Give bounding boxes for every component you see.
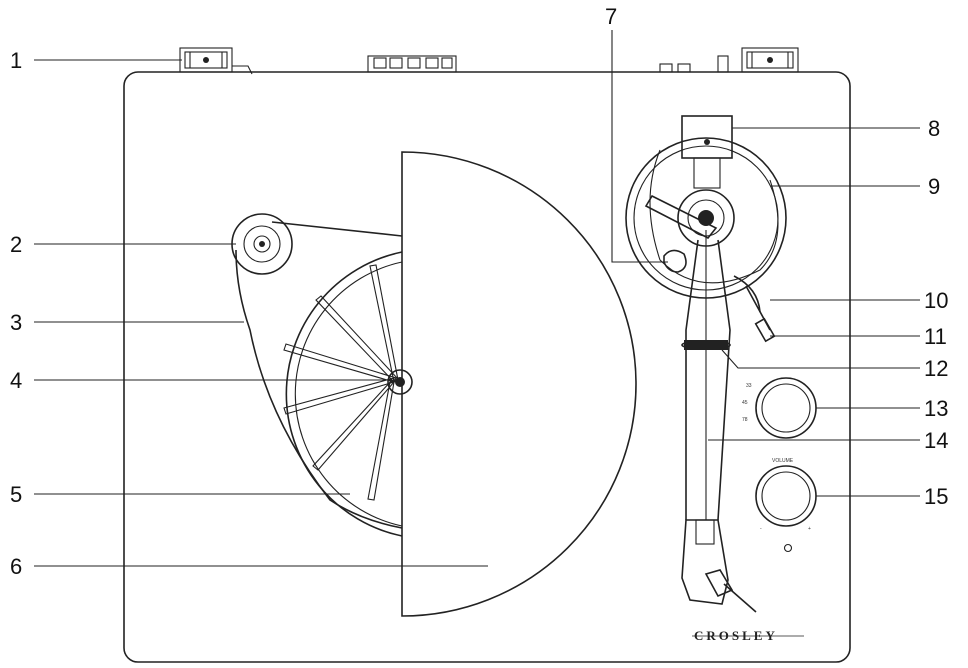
rca-jacks (659, 55, 729, 73)
brand-logo: CROSLEY (694, 628, 778, 643)
volume-knob[interactable] (755, 465, 817, 527)
callout-11: 11 (924, 324, 947, 349)
callout-3: 3 (10, 310, 22, 335)
callout-15: 15 (924, 484, 948, 509)
belt-housing (235, 221, 403, 529)
callout-9: 9 (928, 174, 940, 199)
volume-label: VOLUME (772, 458, 794, 464)
volume-minus-mark: - (760, 526, 762, 532)
headshell (681, 519, 757, 613)
power-indicator-led (783, 543, 793, 553)
arm-clip (681, 340, 731, 350)
volume-plus-mark: + (808, 526, 811, 532)
callout-6: 6 (10, 554, 22, 579)
callout-14: 14 (924, 428, 948, 453)
tonearm (685, 230, 731, 521)
speed-label-33: 33 (746, 383, 752, 389)
turntable-base (123, 71, 851, 663)
speed-label-78: 78 (742, 417, 748, 423)
callout-5: 5 (10, 482, 22, 507)
anti-skate-lever (644, 194, 718, 240)
speed-labels: 33 45 78 (742, 383, 752, 423)
callout-10: 10 (924, 288, 948, 313)
speed-knob[interactable] (755, 377, 817, 439)
arm-rest (733, 275, 776, 343)
callout-12: 12 (924, 356, 948, 381)
cue-lever (663, 249, 687, 273)
callout-13: 13 (924, 396, 948, 421)
callout-7: 7 (605, 4, 617, 29)
platter (285, 251, 403, 537)
callout-2: 2 (10, 232, 22, 257)
record-half (401, 151, 637, 617)
platter-spokes (283, 264, 399, 501)
callout-1: 1 (10, 48, 22, 73)
left-hinge (179, 47, 253, 75)
callout-8: 8 (928, 116, 940, 141)
callout-4: 4 (10, 368, 22, 393)
speed-label-45: 45 (742, 400, 748, 406)
motor-pulley (231, 213, 293, 275)
right-hinge (741, 47, 799, 73)
rear-port-panel (367, 55, 457, 73)
counterweight-block (681, 115, 733, 189)
leader-lines (34, 30, 920, 567)
